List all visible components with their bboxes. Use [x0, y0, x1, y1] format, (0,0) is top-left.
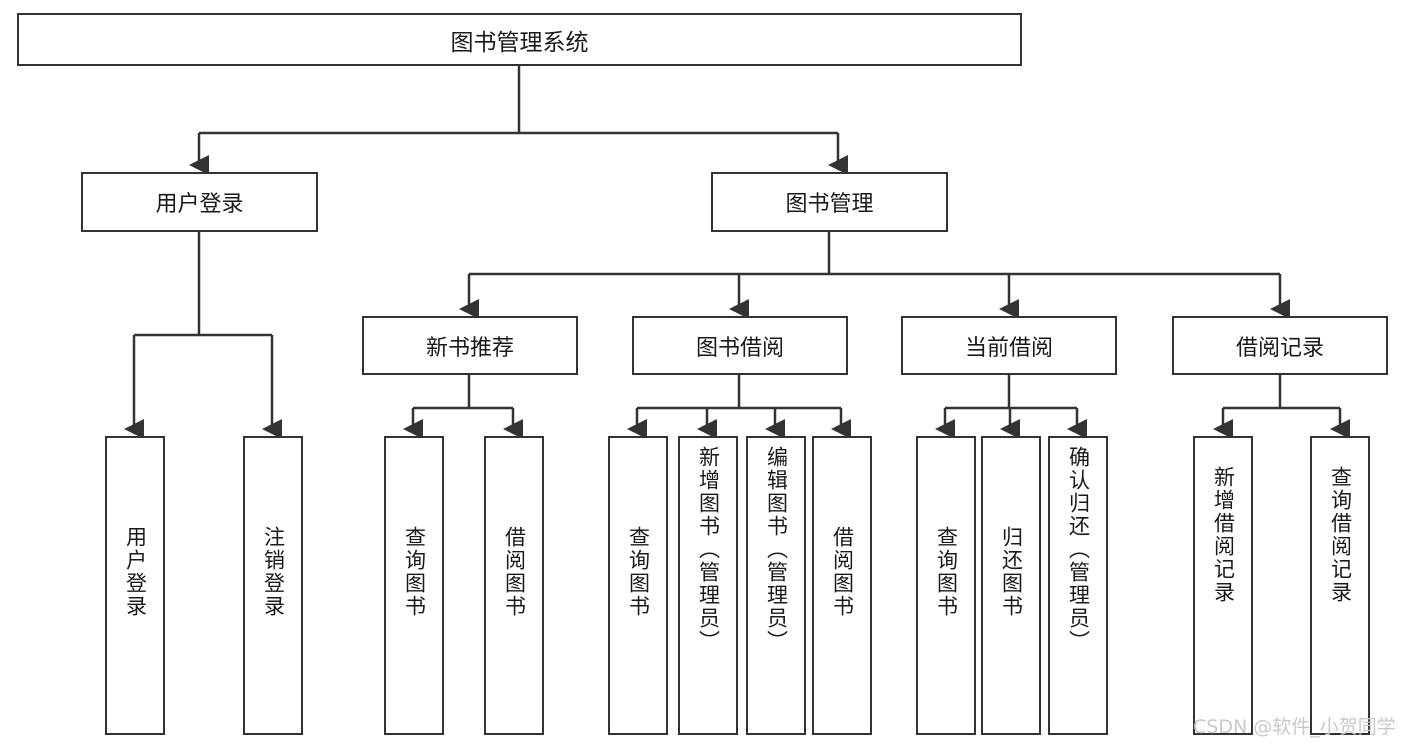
leaf-borrow-record-query-label: 查询借阅记录	[1328, 466, 1353, 604]
leaf-book-borrow-edit[interactable]: 编辑图书（管理员）	[746, 436, 806, 735]
leaf-current-borrow-query[interactable]: 查询图书	[916, 436, 976, 735]
leaf-borrow-record-add-label: 新增借阅记录	[1211, 466, 1236, 604]
leaf-book-borrow-add[interactable]: 新增图书（管理员）	[678, 436, 738, 735]
node-root-label: 图书管理系统	[450, 29, 589, 56]
leaf-new-book-borrow[interactable]: 借阅图书	[484, 436, 544, 735]
leaf-book-borrow-edit-label: 编辑图书（管理员）	[764, 446, 789, 653]
leaf-borrow-record-add[interactable]: 新增借阅记录	[1193, 436, 1253, 735]
leaf-borrow-record-query[interactable]: 查询借阅记录	[1310, 436, 1370, 735]
leaf-book-borrow-borrow[interactable]: 借阅图书	[812, 436, 872, 735]
leaf-user-login-logout-label: 注销登录	[261, 526, 286, 618]
leaf-user-login-login-label: 用户登录	[123, 526, 148, 618]
leaf-user-login-login[interactable]: 用户登录	[105, 436, 165, 735]
node-new-book-recommend[interactable]: 新书推荐	[362, 316, 578, 375]
leaf-current-borrow-return[interactable]: 归还图书	[981, 436, 1041, 735]
leaf-current-borrow-query-label: 查询图书	[934, 526, 959, 618]
leaf-current-borrow-return-label: 归还图书	[999, 526, 1024, 618]
leaf-current-borrow-confirm[interactable]: 确认归还（管理员）	[1048, 436, 1108, 735]
leaf-new-book-query-label: 查询图书	[402, 526, 427, 618]
watermark-text: CSDN @软件_小贺同学	[1193, 716, 1396, 738]
leaf-user-login-logout[interactable]: 注销登录	[243, 436, 303, 735]
node-new-book-recommend-label: 新书推荐	[425, 335, 514, 361]
leaf-book-borrow-add-label: 新增图书（管理员）	[696, 446, 721, 653]
node-root[interactable]: 图书管理系统	[17, 13, 1022, 66]
node-borrow-record-label: 借阅记录	[1235, 335, 1324, 361]
leaf-book-borrow-query[interactable]: 查询图书	[608, 436, 668, 735]
node-book-management-label: 图书管理	[785, 192, 874, 217]
leaf-book-borrow-borrow-label: 借阅图书	[830, 526, 855, 618]
node-current-borrow-label: 当前借阅	[964, 335, 1053, 361]
node-borrow-record[interactable]: 借阅记录	[1172, 316, 1388, 375]
node-book-management[interactable]: 图书管理	[711, 172, 948, 232]
leaf-new-book-query[interactable]: 查询图书	[384, 436, 444, 735]
leaf-new-book-borrow-label: 借阅图书	[502, 526, 527, 618]
leaf-book-borrow-query-label: 查询图书	[626, 526, 651, 618]
node-book-borrow-label: 图书借阅	[695, 335, 784, 361]
node-book-borrow[interactable]: 图书借阅	[632, 316, 848, 375]
node-user-login-label: 用户登录	[155, 192, 244, 217]
node-current-borrow[interactable]: 当前借阅	[901, 316, 1117, 375]
leaf-current-borrow-confirm-label: 确认归还（管理员）	[1066, 446, 1091, 653]
node-user-login[interactable]: 用户登录	[81, 172, 318, 232]
